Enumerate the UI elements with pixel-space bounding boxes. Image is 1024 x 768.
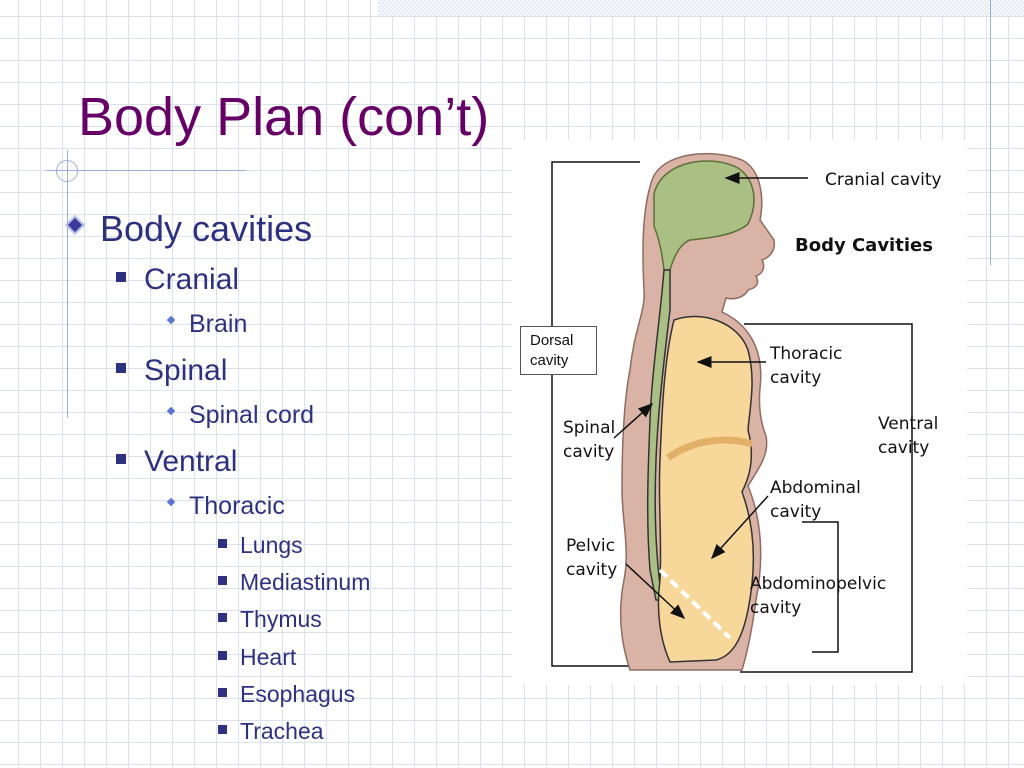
label-abdominal-cavity: cavity xyxy=(770,502,821,522)
bullet-esophagus: Esophagus xyxy=(240,681,356,707)
label-abdominopelvic-cavity: cavity xyxy=(750,598,801,618)
ventral-cavity xyxy=(657,315,755,663)
dorsal-label-line2: cavity xyxy=(530,352,569,369)
bullet-trachea: Trachea xyxy=(240,718,324,744)
bullet-spinal: Spinal xyxy=(144,354,228,387)
label-abdominopelvic: Abdominopelvic xyxy=(750,574,886,594)
decorative-right-line xyxy=(990,0,991,265)
bullet-mediastinum: Mediastinum xyxy=(240,569,371,595)
decorative-horizontal-line xyxy=(46,170,246,171)
label-thoracic: Thoracic xyxy=(769,344,842,364)
square-bullet-icon xyxy=(218,613,227,622)
square-bullet-icon xyxy=(218,651,227,660)
square-bullet-icon xyxy=(116,454,126,464)
diamond-bullet-icon xyxy=(65,215,85,235)
abdominopelvic-bracket xyxy=(802,521,839,653)
square-bullet-icon xyxy=(116,272,126,282)
label-spinal: Spinal xyxy=(563,418,615,438)
cranial-cavity xyxy=(653,160,755,271)
bullet-ventral: Ventral xyxy=(144,445,238,478)
spinal-arrow xyxy=(613,402,654,439)
bullet-cranial: Cranial xyxy=(144,263,240,296)
label-ventral: Ventral xyxy=(878,414,938,434)
label-pelvic: Pelvic xyxy=(566,536,615,556)
diaphragm xyxy=(665,436,754,461)
bullet-spinal-cord: Spinal cord xyxy=(189,401,315,429)
square-bullet-icon xyxy=(116,363,126,373)
top-pattern-band xyxy=(378,0,1024,16)
figure-title: Body Cavities xyxy=(795,235,933,256)
square-bullet-icon xyxy=(218,688,227,697)
square-bullet-icon xyxy=(218,539,227,548)
decorative-vertical-line xyxy=(67,150,68,418)
decorative-circle xyxy=(56,160,78,182)
slide-title: Body Plan (con’t) xyxy=(78,87,490,147)
label-spinal-cavity: cavity xyxy=(563,442,614,462)
bullet-lungs: Lungs xyxy=(240,532,303,558)
body-cavities-diagram: Cranial cavity Body Cavities Thoracic ca… xyxy=(512,140,967,685)
dorsal-bracket xyxy=(551,161,640,667)
small-diamond-bullet-icon xyxy=(166,406,176,416)
label-thoracic-cavity: cavity xyxy=(770,368,821,388)
dorsal-label-line1: Dorsal xyxy=(530,332,574,349)
pelvic-arrow xyxy=(625,563,686,620)
dorsal-cavity-label-box: Dorsal cavity xyxy=(520,326,597,375)
label-ventral-cavity: cavity xyxy=(878,438,929,458)
bullet-heart: Heart xyxy=(240,644,297,670)
bullet-thoracic: Thoracic xyxy=(189,492,285,520)
label-cranial-cavity: Cranial cavity xyxy=(825,170,942,190)
bullet-thymus: Thymus xyxy=(240,606,322,632)
square-bullet-icon xyxy=(218,725,227,734)
label-abdominal: Abdominal xyxy=(770,478,861,498)
bullet-brain: Brain xyxy=(189,310,248,338)
small-diamond-bullet-icon xyxy=(166,315,176,325)
bullet-body-cavities: Body cavities xyxy=(100,208,313,249)
abdominal-arrow xyxy=(710,495,769,560)
ventral-bracket xyxy=(740,323,913,673)
label-pelvic-cavity: cavity xyxy=(566,560,617,580)
small-diamond-bullet-icon xyxy=(166,497,176,507)
square-bullet-icon xyxy=(218,576,227,585)
pelvic-dividing-line xyxy=(658,568,732,640)
